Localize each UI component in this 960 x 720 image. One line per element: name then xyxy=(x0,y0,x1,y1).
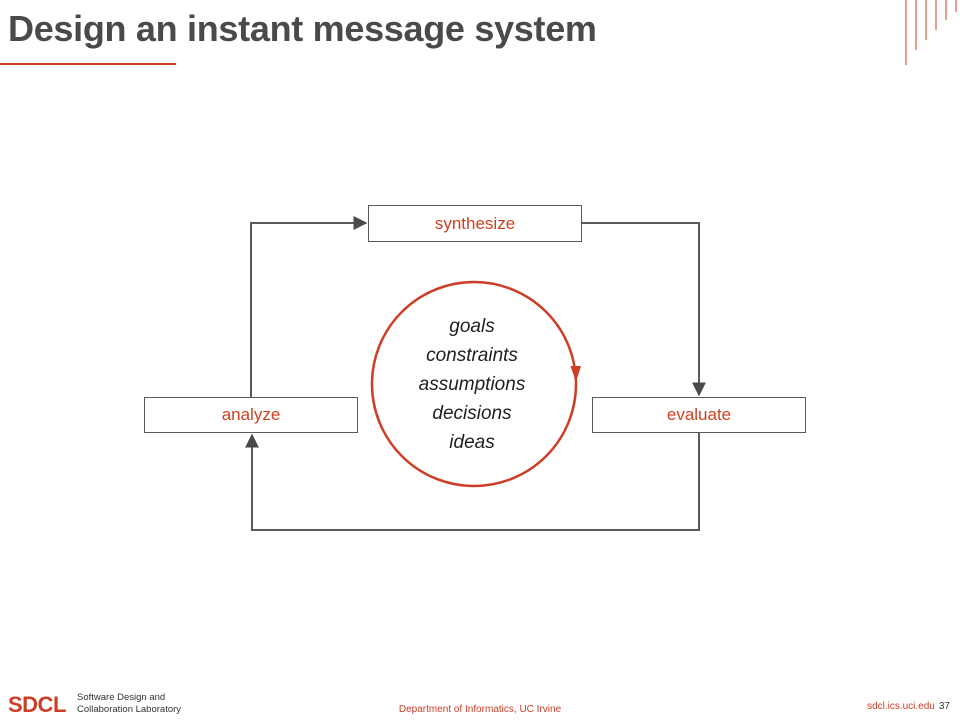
department-name: Department of Informatics, UC Irvine xyxy=(398,704,562,715)
page-title: Design an instant message system xyxy=(8,8,597,49)
lab-name-line2: Collaboration Laboratory xyxy=(77,704,182,715)
central-cycle-ring xyxy=(370,280,578,488)
node-synthesize: synthesize xyxy=(368,205,582,242)
concept-decisions: decisions xyxy=(432,403,512,424)
node-synthesize-label: synthesize xyxy=(434,213,516,233)
node-evaluate-label: evaluate xyxy=(666,405,732,424)
site-url: sdcl.ics.uci.edu xyxy=(867,701,935,712)
concept-assumptions: assumptions xyxy=(418,374,526,395)
lab-name-line1: Software Design and xyxy=(77,692,166,703)
concept-constraints: constraints xyxy=(426,345,518,366)
sdcl-logo: SDCL xyxy=(8,692,66,717)
page-number: 37 xyxy=(938,701,950,712)
concept-ideas: ideas xyxy=(449,432,495,453)
arrow-analyze-to-synthesize xyxy=(250,216,368,397)
center-concepts: goals constraints assumptions decisions … xyxy=(372,312,572,457)
concept-goals: goals xyxy=(449,316,495,337)
arrow-synthesize-to-evaluate xyxy=(582,222,706,397)
corner-decoration xyxy=(905,0,957,65)
node-analyze-label: analyze xyxy=(221,405,281,424)
title-underline xyxy=(0,63,176,65)
node-evaluate: evaluate xyxy=(592,397,806,433)
node-analyze: analyze xyxy=(144,397,358,433)
cycle-arrowhead-icon xyxy=(570,366,581,382)
arrow-evaluate-to-analyze xyxy=(245,433,700,531)
lab-name: Software Design and Collaboration Labora… xyxy=(77,692,181,716)
